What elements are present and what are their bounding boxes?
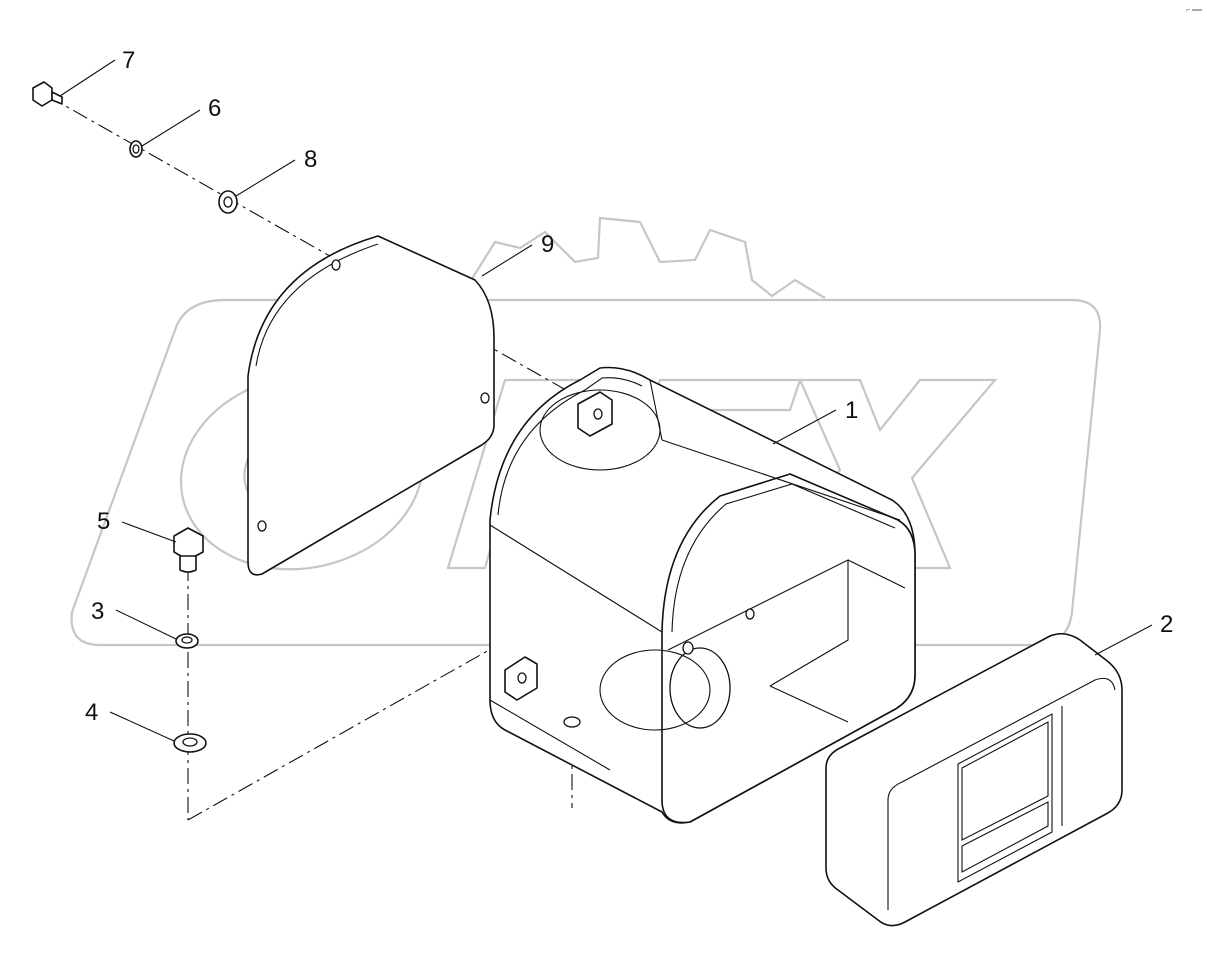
callout-6: 6 xyxy=(208,95,221,122)
main-housing xyxy=(489,366,916,824)
rubber-pad-top xyxy=(577,391,613,437)
rubber-pad-bottom xyxy=(504,656,538,701)
callout-1: 1 xyxy=(845,397,858,424)
corner-mark: ⌐ ══ xyxy=(1186,7,1202,14)
callout-2: 2 xyxy=(1160,611,1173,638)
callout-numbers: 7 6 8 9 1 2 5 3 4 xyxy=(85,47,1173,726)
callout-4: 4 xyxy=(85,699,98,726)
leader-lines xyxy=(59,59,1153,742)
flat-washer-top xyxy=(218,190,238,214)
callout-8: 8 xyxy=(304,146,317,173)
spring-washer-top xyxy=(129,140,143,158)
callout-3: 3 xyxy=(91,598,104,625)
bolt-bottom xyxy=(173,527,204,573)
bolt-top xyxy=(32,81,63,107)
callout-7: 7 xyxy=(122,47,135,74)
watermark-gear-outline xyxy=(424,216,826,299)
callout-5: 5 xyxy=(97,508,110,535)
tail-light xyxy=(825,632,1123,927)
callout-9: 9 xyxy=(541,231,554,258)
side-cover-plate xyxy=(247,235,495,576)
spring-washer-bottom xyxy=(175,633,199,649)
flat-washer-bottom xyxy=(173,733,207,753)
